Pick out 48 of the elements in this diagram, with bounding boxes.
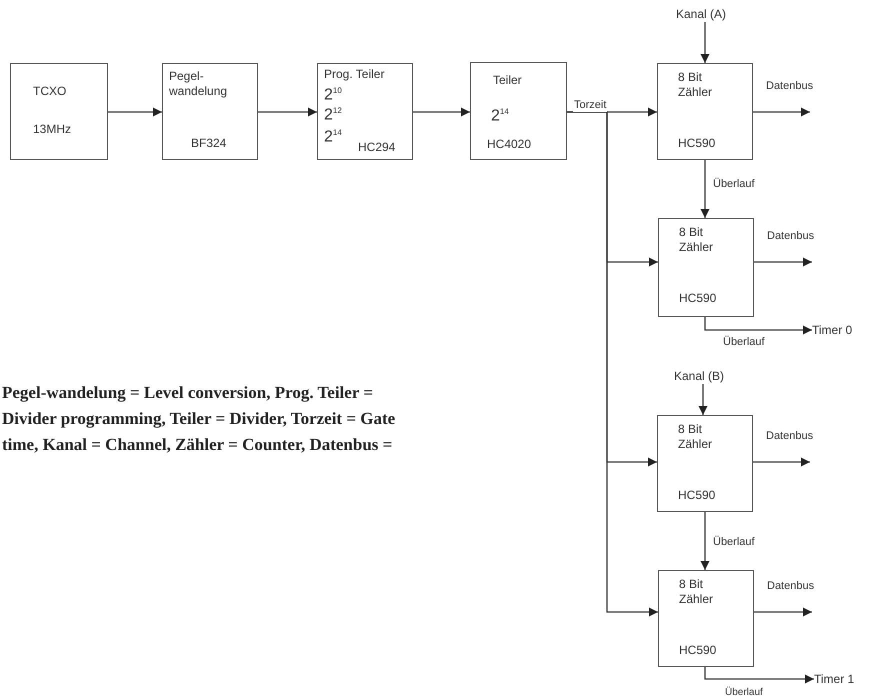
arrow — [754, 608, 812, 616]
note-text: Pegel-wandelung = Level conversion, Prog. Teiler = Divider programming, Teiler = Divider, Torzeit = Gate time, Kanal = Channel, Zähler = Counter, Datenbus = — [2, 382, 396, 456]
signal-label: Timer 1 — [814, 671, 866, 687]
arrow — [700, 512, 710, 570]
block-box — [317, 63, 413, 160]
block-box — [658, 570, 754, 667]
block-text: 8 Bit Zähler — [679, 225, 714, 255]
block-box — [10, 63, 108, 160]
block-box — [657, 415, 753, 512]
block-text: HC590 — [679, 643, 716, 658]
signal-label: Kanal (B) — [674, 368, 732, 384]
exponent-text: 2$^{14}$ — [324, 127, 342, 146]
block-box — [162, 63, 258, 160]
block-text: HC590 — [679, 291, 716, 306]
exponent-text: 2$^{12}$ — [324, 105, 342, 124]
exponent-text: 2$^{10}$ — [324, 85, 342, 104]
arrow — [753, 108, 810, 116]
block-text: 8 Bit Zähler — [678, 70, 714, 100]
block-text: HC4020 — [487, 137, 532, 152]
block-text: HC294 — [358, 140, 396, 155]
arrow — [698, 384, 708, 415]
arrow — [704, 667, 814, 684]
block-text: 8 Bit Zähler — [679, 577, 714, 607]
block-box — [658, 218, 754, 317]
block-text: TCXO — [33, 84, 66, 99]
arrow — [753, 458, 810, 466]
arrow — [700, 22, 710, 63]
block-text: Teiler — [493, 73, 522, 88]
edge-label: Torzeit — [573, 99, 608, 112]
block-text: HC590 — [678, 488, 716, 503]
block-box — [657, 63, 753, 160]
block-text: BF324 — [191, 136, 226, 151]
block-text: HC590 — [678, 136, 716, 151]
arrow — [413, 108, 470, 116]
exponent-text: 2$^{14}$ — [491, 106, 509, 126]
signal-label: Timer 0 — [812, 322, 864, 338]
block-text: Prog. Teiler — [324, 67, 384, 82]
block-box — [470, 62, 567, 160]
arrow — [258, 108, 317, 116]
arrow — [567, 111, 658, 616]
block-text: 13MHz — [33, 122, 72, 137]
block-text: Pegel-wandelung — [169, 69, 228, 99]
arrow — [108, 108, 162, 116]
block-text: 8 Bit Zähler — [678, 422, 714, 452]
signal-label: Kanal (A) — [676, 6, 734, 22]
arrow — [754, 258, 812, 266]
arrow — [704, 317, 812, 334]
arrow — [700, 160, 710, 218]
